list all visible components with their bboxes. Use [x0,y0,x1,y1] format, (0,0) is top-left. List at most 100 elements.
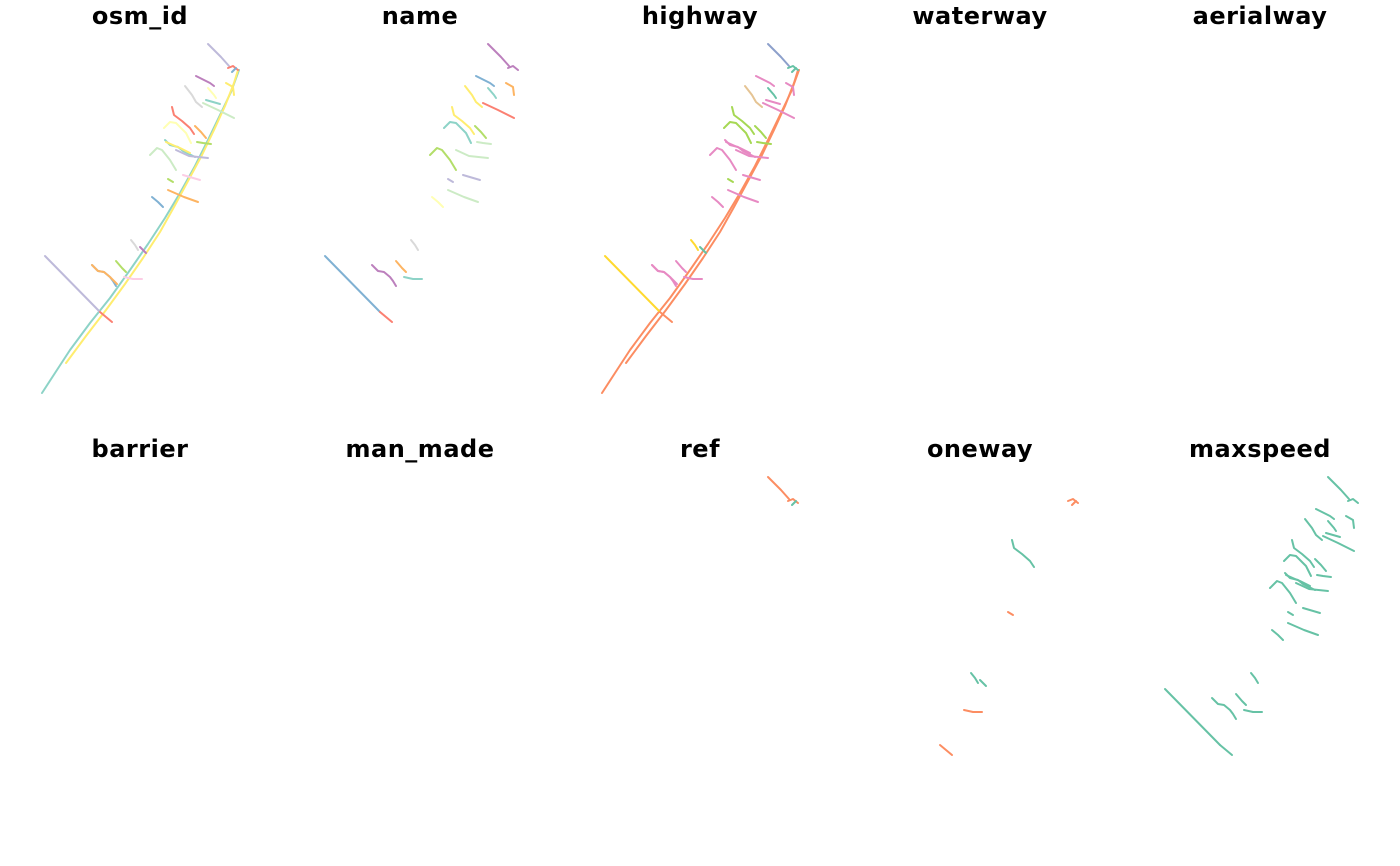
street-lowerC [123,276,143,280]
street-mid1 [1269,580,1297,604]
street-mid8 [447,189,479,203]
street-diagTail [659,311,673,323]
street-upper7 [207,43,230,67]
street-upper5 [1325,532,1341,538]
street-upper9 [231,67,237,73]
street-upper2 [475,75,495,87]
street-upper2 [755,75,775,87]
street-upper3 [202,102,235,119]
street-upper1 [464,85,483,108]
street-lowerC [403,276,423,280]
street-upper6 [785,82,795,96]
street-diagW [1164,688,1221,746]
map-barrier [0,433,280,866]
panel-title-oneway: oneway [926,435,1034,463]
panel-osm-id: osm_id [0,0,280,433]
street-lowerC [1243,709,1263,713]
street-hook1 [474,125,487,139]
panel-waterway: waterway [840,0,1120,433]
panel-title-aerialway: aerialway [1192,2,1328,30]
street-mid10 [462,174,481,181]
street-lowerD [410,239,419,251]
street-mid9 [167,178,174,183]
street-mid6 [1291,539,1315,568]
street-upper6 [225,82,235,96]
street-mid6 [171,106,195,135]
street-lowerD [130,239,139,251]
street-upper6 [1345,515,1355,529]
panel-title-ref: ref [679,435,721,463]
panel-aerialway: aerialway [1120,0,1400,433]
street-upper3 [482,102,515,119]
street-mid6 [731,106,755,135]
street-lowerC [683,276,703,280]
street-upper4 [487,87,497,99]
street-upper4 [207,87,217,99]
street-smallLow [699,246,707,254]
street-lowerD [1250,672,1259,684]
street-upper1 [1304,518,1323,541]
street-lowerB [395,260,407,273]
street-upper7 [767,43,790,67]
street-diagTail [99,311,113,323]
panel-man-made: man_made [280,433,560,866]
street-hook1 [754,125,767,139]
street-mid6 [451,106,475,135]
street-upper8 [1347,498,1359,504]
street-upper6 [505,82,515,96]
street-upper9 [791,500,797,506]
street-mid2 [1283,554,1312,577]
street-mid10 [1302,607,1321,614]
street-diagTail [379,311,393,323]
street-lowerC [963,709,983,713]
street-mid5 [175,149,209,159]
street-upper1 [744,85,763,108]
street-smallLow [979,679,987,687]
street-upper8 [507,65,519,71]
street-upper3 [762,102,795,119]
street-lowerD [970,672,979,684]
street-upper5 [205,99,221,105]
street-upper3 [1322,535,1355,552]
panel-title-osm-id: osm_id [91,2,189,30]
street-hook2 [476,141,492,145]
panel-title-barrier: barrier [91,435,189,463]
street-lowerB [115,260,127,273]
street-lowerD [690,239,699,251]
street-mid2 [723,121,752,144]
panel-oneway: oneway [840,433,1120,866]
panel-maxspeed: maxspeed [1120,433,1400,866]
street-mid7 [711,196,724,208]
street-mid7 [431,196,444,208]
street-main2 [65,69,239,364]
street-hook2 [756,141,772,145]
street-diagTail [939,744,953,756]
street-mid1 [149,147,177,171]
street-mid9 [447,178,454,183]
street-upper7 [1327,476,1350,500]
street-upper9 [791,67,797,73]
street-mid5 [735,149,769,159]
street-mid2 [163,121,192,144]
street-upper7 [487,43,510,67]
street-upper4 [767,87,777,99]
street-mid5 [1295,582,1329,592]
street-mid2 [443,121,472,144]
street-mid7 [151,196,164,208]
map-name [324,43,519,323]
street-upper1 [184,85,203,108]
map-ref [767,476,799,506]
panel-title-man-made: man_made [345,435,495,463]
panel-title-maxspeed: maxspeed [1189,435,1331,463]
street-diagW [604,255,661,313]
street-lowerB [675,260,687,273]
street-lowerA2 [651,264,678,285]
map-oneway [939,498,1079,756]
street-mid9 [727,178,734,183]
panel-title-name: name [381,2,459,30]
street-mid4 [165,141,191,154]
map-man-made [280,433,560,866]
map-highway [601,43,800,394]
street-mid8 [167,189,199,203]
